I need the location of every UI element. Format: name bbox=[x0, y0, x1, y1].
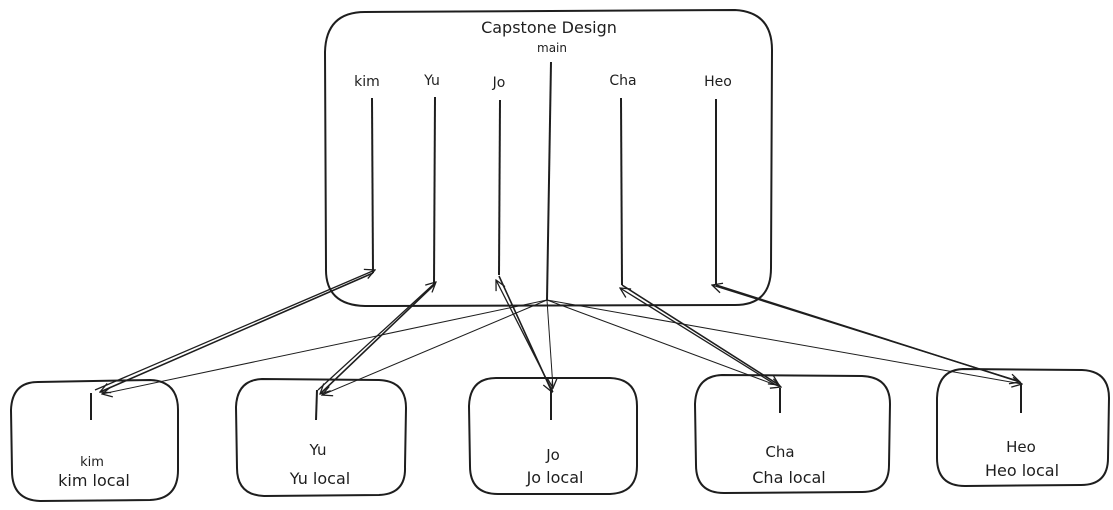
branch-line-yu bbox=[433, 96, 436, 286]
arrows-pull bbox=[100, 272, 1020, 394]
arrows-main bbox=[102, 299, 1022, 395]
local-branch-name-jo: Jo bbox=[545, 446, 560, 464]
local-branch-name-cha: Cha bbox=[765, 443, 794, 461]
local-box-cha bbox=[693, 373, 892, 495]
local-label-yu: Yu local bbox=[289, 469, 350, 488]
arrow-kim-pull bbox=[100, 272, 374, 392]
arrow-yu-pull bbox=[320, 284, 435, 394]
arrow-jo-push bbox=[496, 280, 554, 393]
local-box-kim bbox=[9, 378, 179, 503]
local-label-cha: Cha local bbox=[752, 468, 825, 487]
branch-label-jo: Jo bbox=[492, 75, 506, 91]
remote-repo-box bbox=[324, 9, 773, 307]
local-branch-name-heo: Heo bbox=[1006, 438, 1036, 456]
branch-label-heo: Heo bbox=[704, 74, 732, 90]
local-label-kim: kim local bbox=[58, 471, 130, 490]
branch-line-cha bbox=[620, 97, 623, 286]
local-branch-name-yu: Yu bbox=[309, 441, 327, 459]
local-box-yu bbox=[234, 377, 408, 498]
local-box-jo bbox=[467, 377, 638, 495]
arrow-main-kim bbox=[102, 299, 548, 394]
branch-label-cha: Cha bbox=[609, 73, 636, 89]
arrow-heo-push bbox=[712, 285, 1019, 382]
local-label-heo: Heo local bbox=[985, 461, 1059, 480]
arrow-main-jo bbox=[546, 299, 553, 388]
local-box-heo bbox=[936, 367, 1111, 488]
branch-line-kim bbox=[371, 97, 374, 274]
arrow-cha-push bbox=[620, 288, 777, 386]
arrow-main-cha bbox=[546, 299, 781, 387]
local-label-jo: Jo local bbox=[526, 468, 584, 487]
arrow-cha-pull bbox=[621, 284, 779, 385]
branch-label-yu: Yu bbox=[423, 73, 440, 89]
main-branch-label: main bbox=[537, 41, 567, 55]
arrow-kim-push bbox=[94, 270, 375, 391]
branch-label-kim: kim bbox=[354, 74, 380, 90]
arrow-main-heo bbox=[546, 299, 1022, 384]
arrows-push bbox=[94, 270, 1019, 393]
local-branch-name-kim: kim bbox=[80, 455, 104, 470]
local-line-yu bbox=[315, 389, 318, 421]
repo-title: Capstone Design bbox=[481, 18, 617, 37]
main-branch-line bbox=[546, 61, 552, 301]
arrow-main-yu bbox=[322, 299, 548, 395]
branch-line-jo bbox=[498, 99, 501, 276]
